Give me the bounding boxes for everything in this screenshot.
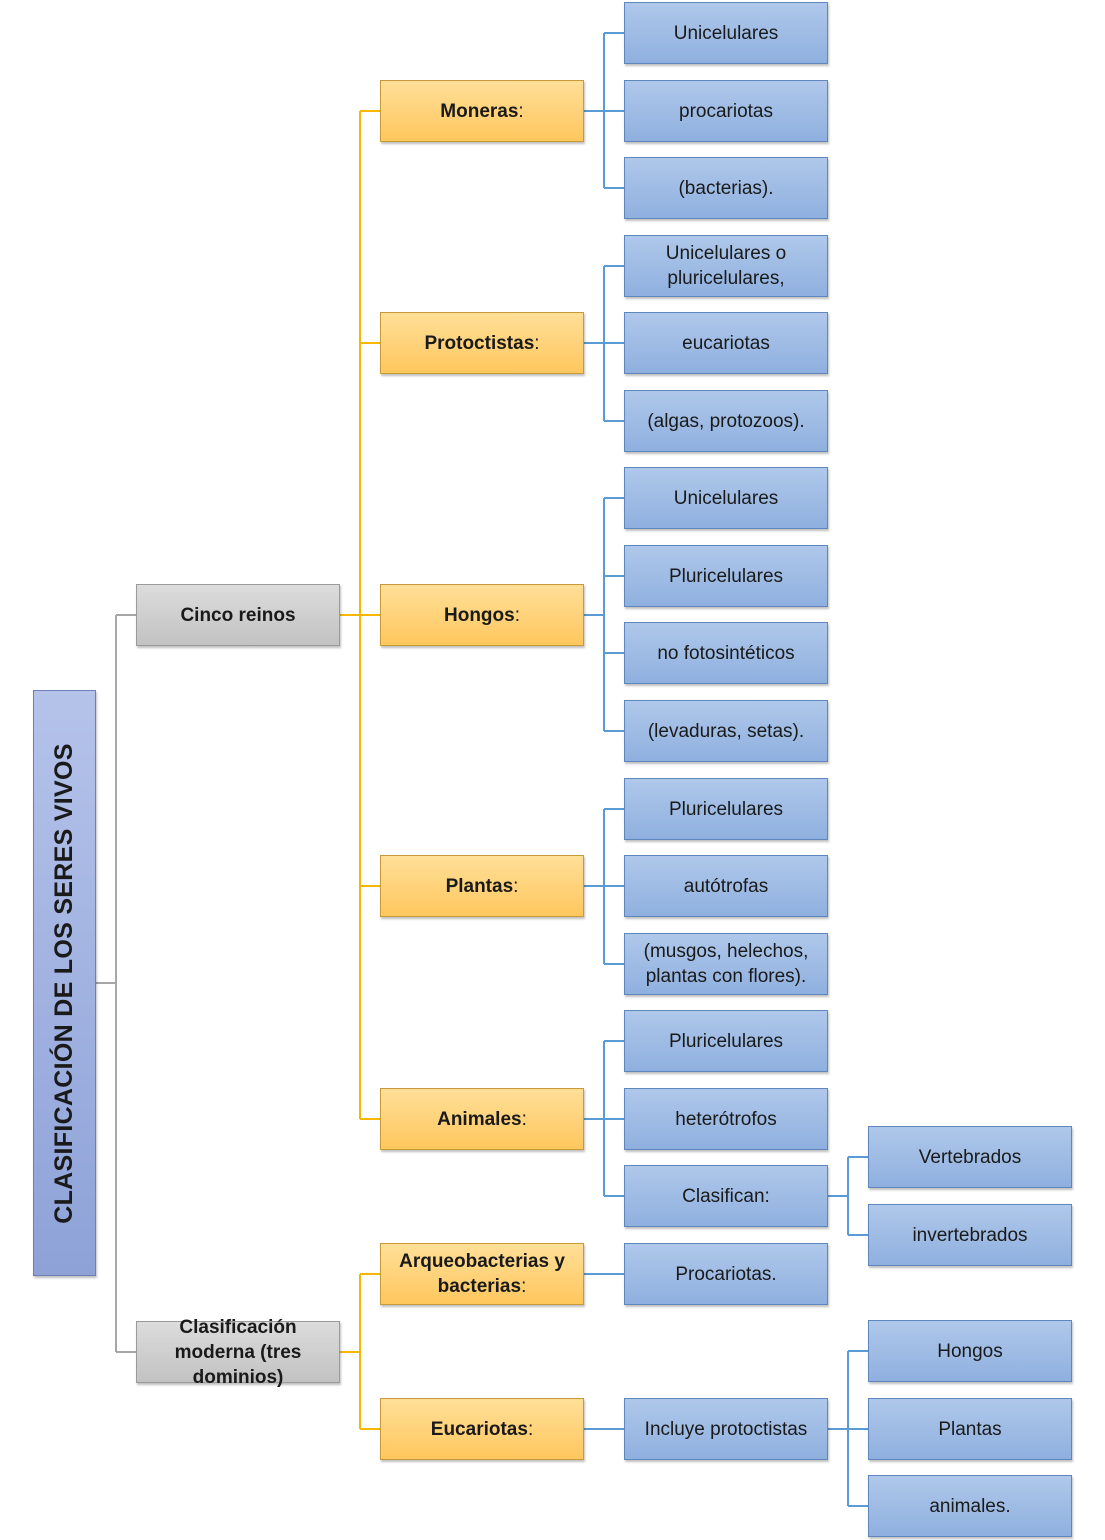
kingdom-name: Protoctistas <box>424 332 535 354</box>
kingdom-name: Plantas <box>445 875 514 897</box>
kingdom-name: Moneras <box>440 100 519 122</box>
kingdom-name: Animales <box>437 1108 522 1130</box>
domain-eucariotas: Eucariotas: <box>380 1398 584 1460</box>
root-connectors <box>96 614 136 1353</box>
system-cinco-reinos: Cinco reinos <box>136 584 340 646</box>
kingdom-suffix: : <box>521 1108 527 1130</box>
trait-box: (algas, protozoos). <box>624 390 828 452</box>
root-node: CLASIFICACIÓN DE LOS SERES VIVOS <box>33 690 96 1276</box>
trait-box: heterótrofos <box>624 1088 828 1150</box>
system-label: Clasificación moderna (tres dominios) <box>174 1316 302 1388</box>
trait-box: procariotas <box>624 80 828 142</box>
trait-box: Incluye protoctistas <box>624 1398 828 1460</box>
kingdom-connectors <box>340 110 380 1430</box>
trait-box: Unicelulares <box>624 2 828 64</box>
domain-suffix: : <box>527 1418 534 1440</box>
domain-name: Arqueobacterias y bacterias <box>399 1251 565 1297</box>
subclass-box: Plantas <box>868 1398 1072 1460</box>
trait-box: eucariotas <box>624 312 828 374</box>
trait-box: no fotosintéticos <box>624 622 828 684</box>
system-clasificacion-moderna: Clasificación moderna (tres dominios) <box>136 1317 340 1388</box>
kingdom-suffix: : <box>534 332 540 354</box>
trait-box: autótrofas <box>624 855 828 917</box>
kingdom-suffix: : <box>514 604 520 626</box>
subclass-box: animales. <box>868 1475 1072 1537</box>
trait-box: Clasifican: <box>624 1165 828 1227</box>
kingdom-suffix: : <box>513 875 519 897</box>
kingdom-plantas: Plantas: <box>380 855 584 917</box>
trait-box: Pluricelulares <box>624 545 828 607</box>
trait-box: (bacterias). <box>624 157 828 219</box>
subclass-box: Hongos <box>868 1320 1072 1382</box>
trait-box: Pluricelulares <box>624 1010 828 1072</box>
root-title: CLASIFICACIÓN DE LOS SERES VIVOS <box>50 742 78 1224</box>
domain-arqueobacterias: Arqueobacterias y bacterias: <box>380 1243 584 1305</box>
subclass-box: invertebrados <box>868 1204 1072 1266</box>
trait-box: Procariotas. <box>624 1243 828 1305</box>
trait-box: (levaduras, setas). <box>624 700 828 762</box>
kingdom-animales: Animales: <box>380 1088 584 1150</box>
subclass-box: Vertebrados <box>868 1126 1072 1188</box>
kingdom-protoctistas: Protoctistas: <box>380 312 584 374</box>
trait-box: Unicelulares <box>624 467 828 529</box>
domain-suffix: : <box>521 1276 527 1297</box>
domain-name: Eucariotas <box>430 1418 528 1440</box>
trait-connectors <box>584 32 868 1507</box>
kingdom-moneras: Moneras: <box>380 80 584 142</box>
trait-box: Pluricelulares <box>624 778 828 840</box>
kingdom-hongos: Hongos: <box>380 584 584 646</box>
trait-box: Unicelulares o pluricelulares, <box>624 235 828 297</box>
system-label: Cinco reinos <box>180 604 296 626</box>
trait-box: (musgos, helechos, plantas con flores). <box>624 933 828 995</box>
kingdom-name: Hongos <box>444 604 515 626</box>
kingdom-suffix: : <box>518 100 524 122</box>
